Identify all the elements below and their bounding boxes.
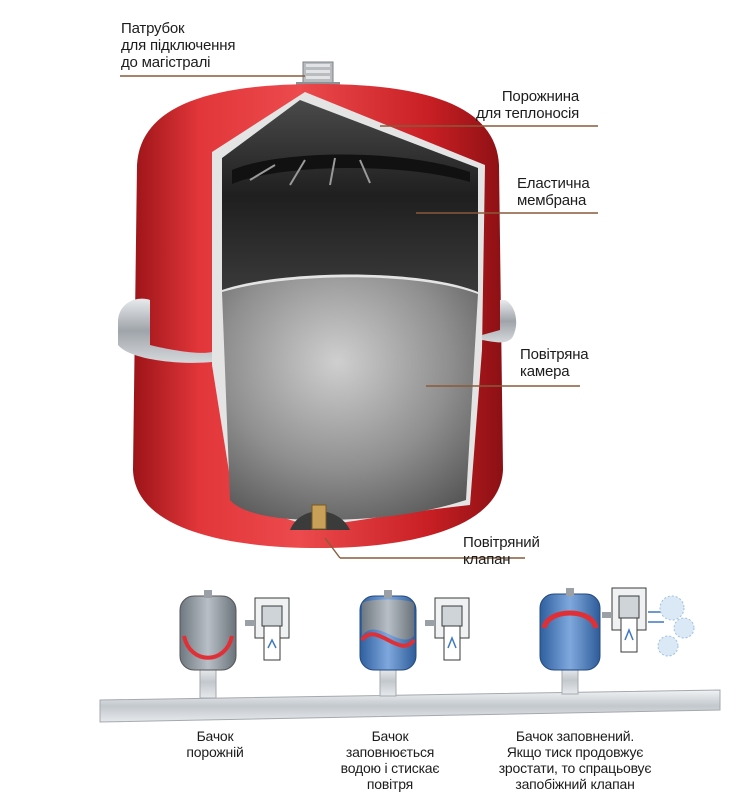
tank-full: [539, 588, 601, 695]
label-air-chamber: Повітряна камера: [520, 346, 589, 380]
fluid-cavity: [222, 100, 478, 292]
caption-empty: Бачок порожній: [186, 728, 244, 760]
safety-valve-icon: [602, 587, 664, 653]
steam-cloud-icon: [657, 595, 695, 657]
air-valve-icon: [290, 504, 350, 530]
label-inlet: Патрубок для підключення до магістралі: [121, 20, 236, 71]
label-fluid-cavity: Порожнина для теплоносія: [476, 88, 580, 122]
label-membrane: Еластична мембрана: [517, 175, 590, 209]
water-arrow-icon: [447, 635, 457, 649]
leader-lines: [120, 75, 598, 559]
membrane-clip: [249, 157, 371, 186]
valve-filling: [425, 597, 470, 661]
valve-empty: [245, 597, 290, 661]
tank-empty: [179, 590, 237, 699]
label-air-valve: Повітряний клапан: [463, 534, 540, 568]
tank-band-right: [482, 300, 517, 343]
tank-band: [118, 298, 212, 363]
caption-full: Бачок заповнений. Якщо тиск продовжує зр…: [498, 728, 652, 792]
supply-pipe: [99, 689, 721, 723]
main-tank: [118, 61, 517, 548]
air-chamber: [222, 277, 478, 520]
tank-filling: [359, 590, 417, 697]
caption-filling: Бачок заповнюється водою і стискає повіт…: [340, 728, 440, 792]
membrane-top: [232, 154, 470, 184]
leader-valve: [324, 537, 341, 559]
